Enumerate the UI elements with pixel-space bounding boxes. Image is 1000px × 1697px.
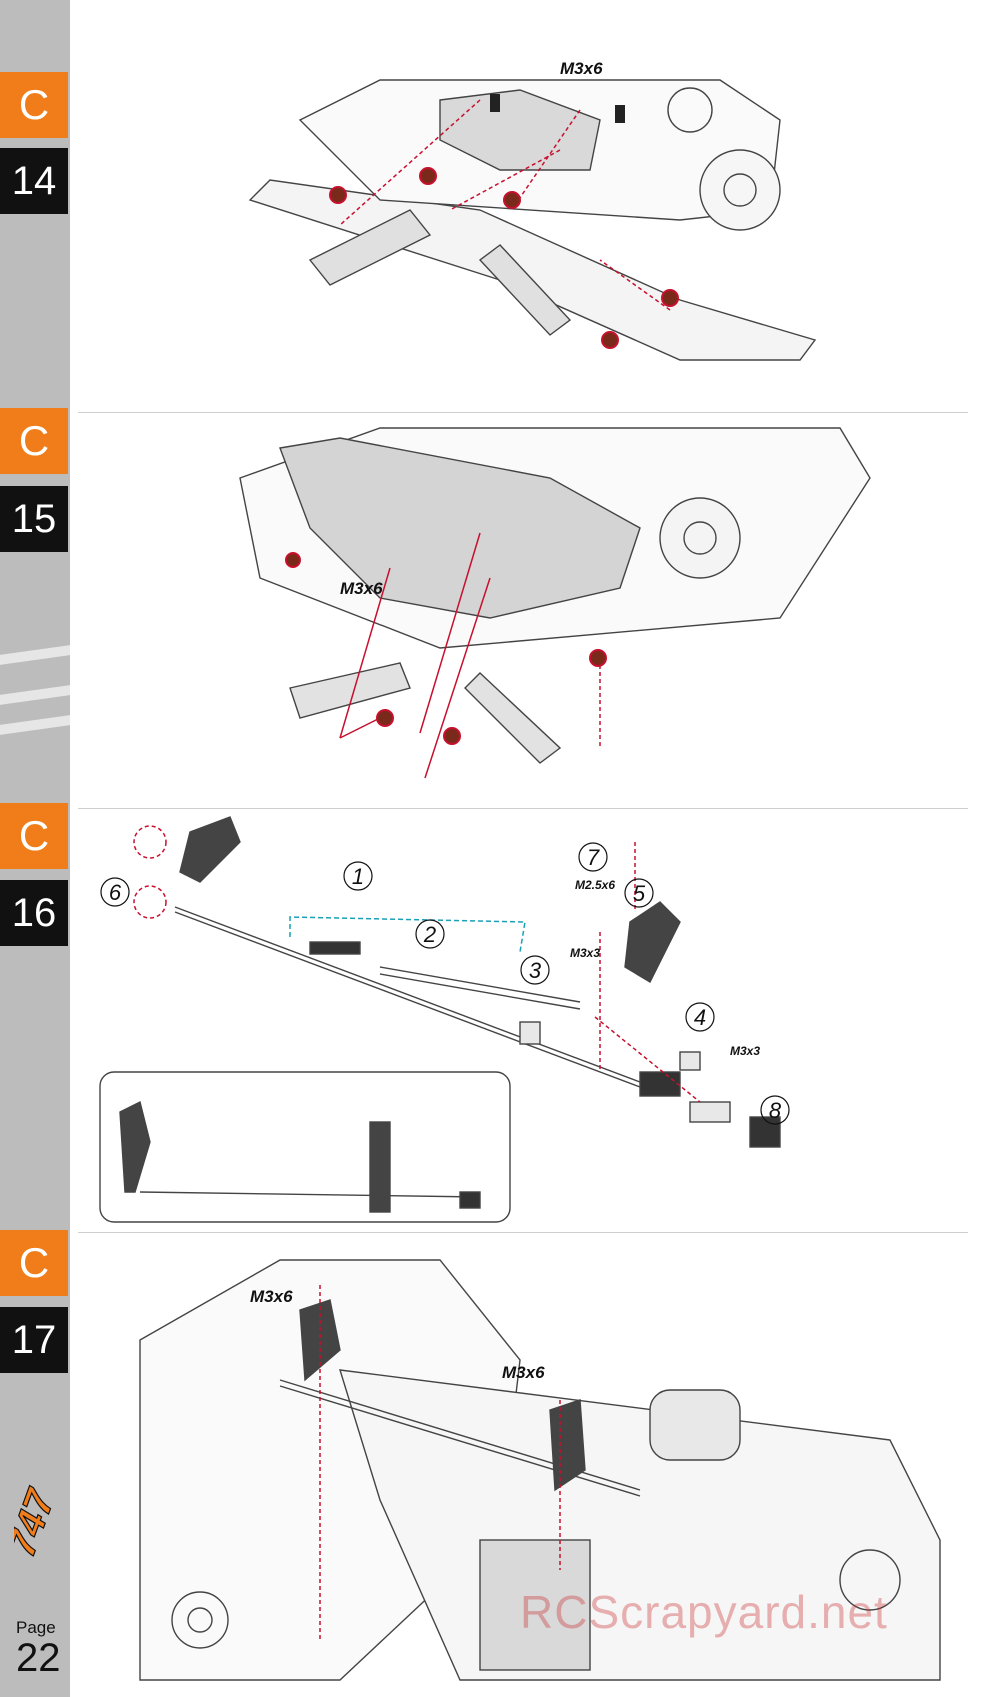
callout-7: 7 bbox=[587, 845, 600, 870]
section-divider bbox=[78, 412, 968, 413]
page-label: Page bbox=[16, 1618, 56, 1637]
screw-label-m2-5x6: M2.5x6 bbox=[575, 878, 615, 892]
watermark: RCScrapyard.net bbox=[520, 1586, 888, 1638]
step-15-drawing: M3x6 bbox=[239, 427, 871, 779]
screw-label-m3x6: M3x6 bbox=[560, 60, 603, 78]
screw-label-m3x3-b: M3x3 bbox=[730, 1044, 760, 1058]
step-tab-letter-14: C bbox=[0, 72, 68, 138]
brand-logo: 747 bbox=[14, 1482, 58, 1563]
screw-label-m3x3-a: M3x3 bbox=[570, 946, 600, 960]
callout-5: 5 bbox=[633, 881, 646, 906]
step-tab-letter-17: C bbox=[0, 1230, 68, 1296]
callout-3: 3 bbox=[529, 958, 542, 983]
section-divider bbox=[78, 1232, 968, 1233]
callout-2: 2 bbox=[423, 922, 436, 947]
step-14-illustration: M3x6 bbox=[80, 60, 970, 400]
page-number: 22 bbox=[16, 1636, 61, 1680]
step-17-illustration: M3x6 M3x6 bbox=[80, 1240, 970, 1690]
callout-6: 6 bbox=[109, 880, 122, 905]
step-tab-letter-16: C bbox=[0, 803, 68, 869]
step-tab-number-15: 15 bbox=[0, 486, 68, 552]
sidebar-stripe bbox=[0, 685, 70, 705]
step-tab-number-17: 17 bbox=[0, 1307, 68, 1373]
screw-label-m3x6-left: M3x6 bbox=[250, 1287, 293, 1306]
step-tab-number-16: 16 bbox=[0, 880, 68, 946]
callout-8: 8 bbox=[769, 1098, 782, 1123]
sidebar-stripe bbox=[0, 645, 70, 665]
sidebar-stripe bbox=[0, 715, 70, 735]
callout-4: 4 bbox=[694, 1005, 706, 1030]
step-tab-letter-15: C bbox=[0, 408, 68, 474]
step-16-illustration: 1 2 3 4 5 6 7 8 M3x3 M2.5x6 M3x3 bbox=[80, 812, 970, 1227]
step-16-drawing: 1 2 3 4 5 6 7 8 M3x3 M2.5x6 M3x3 bbox=[99, 816, 790, 1223]
step-tab-number-14: 14 bbox=[0, 148, 68, 214]
step-15-illustration: M3x6 bbox=[80, 418, 970, 804]
screw-label-m3x6: M3x6 bbox=[340, 579, 383, 598]
section-divider bbox=[78, 808, 968, 809]
callout-1: 1 bbox=[352, 864, 364, 889]
step-14-drawing: M3x6 bbox=[248, 60, 817, 361]
step-17-drawing: M3x6 M3x6 bbox=[139, 1259, 941, 1681]
screw-label-m3x6-right: M3x6 bbox=[502, 1363, 545, 1382]
brand-logo-text: 747 bbox=[14, 1483, 58, 1562]
